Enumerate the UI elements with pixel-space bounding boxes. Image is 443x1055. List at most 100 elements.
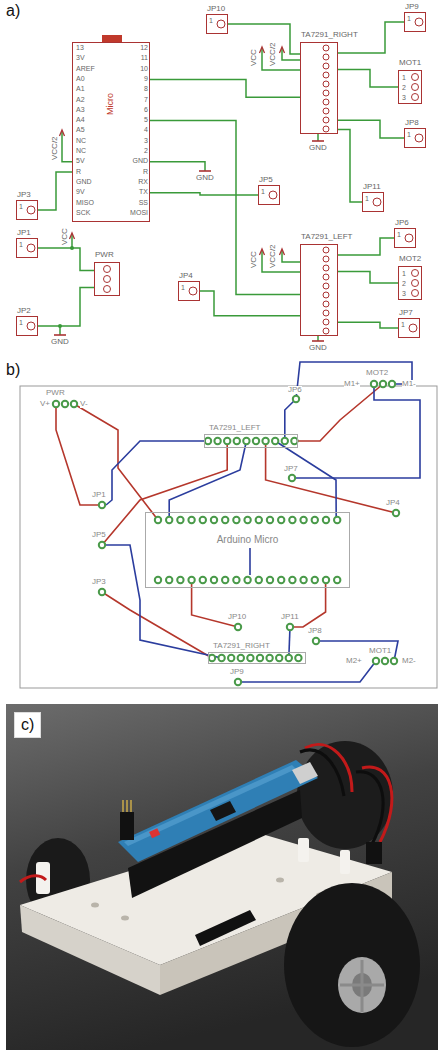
pcb-pad <box>233 577 239 583</box>
pcb-pad <box>256 517 262 523</box>
pin-name: 2 <box>144 147 148 154</box>
pin-name: A1 <box>76 85 85 92</box>
pin-name: 11 <box>141 54 148 61</box>
pcb-pad <box>323 577 329 583</box>
pcb-footprint: Arduino Micro <box>145 512 350 588</box>
part-name: TA7291_LEFT <box>209 424 260 432</box>
pin-number: 2 <box>402 280 406 287</box>
part-name: MOT1 <box>399 59 421 67</box>
pcb-pad <box>155 517 161 523</box>
pcb-pad <box>222 577 228 583</box>
pcb-pad <box>267 517 273 523</box>
wire <box>38 172 72 210</box>
pcb-pad <box>393 510 399 516</box>
pin-circle <box>323 72 329 78</box>
pin-number: 2 <box>402 84 406 91</box>
pcb-pad <box>166 517 172 523</box>
pcb-pad <box>289 517 295 523</box>
pin-circle <box>323 117 329 123</box>
wheel-spokes <box>340 960 384 1012</box>
jumper-box: JP41 <box>178 281 200 301</box>
pin-name: M1+ <box>344 380 360 388</box>
panel-letter: b) <box>6 362 20 378</box>
pin-name: MOSI <box>130 209 148 216</box>
part-name: JP10 <box>228 613 246 621</box>
part-name: JP4 <box>179 272 193 280</box>
supply-wire <box>282 250 300 262</box>
pcb-pad <box>99 542 105 548</box>
pcb-pad <box>289 577 295 583</box>
wire <box>338 322 398 328</box>
ground-symbol <box>312 140 324 142</box>
pin-circle <box>323 319 329 325</box>
motor-wire <box>305 744 352 792</box>
pin-circle <box>323 247 329 253</box>
motor-connector: MOT2123 <box>398 266 422 300</box>
pcb-pad <box>382 658 388 664</box>
supply-name: VCC <box>250 251 258 268</box>
pcb-pad <box>380 381 386 387</box>
usb-connector <box>292 762 318 784</box>
pin-name: 3V <box>76 54 85 61</box>
pcb-pad <box>256 577 262 583</box>
ground-symbol <box>199 170 211 172</box>
jumper-box: JP61 <box>394 228 416 248</box>
pin-name: 13 <box>76 44 84 51</box>
pcb-pad <box>211 577 217 583</box>
part-name: JP11 <box>363 183 381 191</box>
pin-circle <box>104 286 111 293</box>
pcb-pad <box>155 577 161 583</box>
pin-name: 9 <box>144 75 148 82</box>
supply-name: VCC <box>61 228 69 245</box>
supply-symbol <box>60 130 65 136</box>
pin-circle <box>323 274 329 280</box>
part-name: JP3 <box>92 578 106 586</box>
pin-circle <box>415 18 423 26</box>
supply-name: VCC <box>250 49 258 66</box>
power-wire <box>20 876 46 882</box>
pin-circle <box>104 266 111 273</box>
pcb-pad <box>188 517 194 523</box>
wire <box>150 79 300 97</box>
pin-circle <box>323 90 329 96</box>
pcb-pad <box>235 624 241 630</box>
pcb-pad <box>228 655 234 661</box>
board-outline <box>20 386 437 688</box>
wire <box>38 288 94 327</box>
bottom-trace <box>296 362 412 399</box>
pin-name: M2+ <box>346 657 362 665</box>
part-name: JP8 <box>405 119 419 127</box>
pin-name: SS <box>139 199 148 206</box>
pcb-pad <box>222 517 228 523</box>
part-name: MOT2 <box>399 255 421 263</box>
wire <box>150 193 258 195</box>
supply-wire <box>62 132 72 162</box>
arduino-board <box>124 765 296 846</box>
pin-number: 1 <box>407 15 411 22</box>
arduino-board <box>118 760 318 862</box>
standoff <box>340 850 350 874</box>
pin-number: 1 <box>261 188 265 195</box>
pin-circle <box>217 20 225 28</box>
pin-number: 1 <box>397 231 401 238</box>
part-name: JP3 <box>17 191 31 199</box>
panel-letter: a) <box>6 3 20 19</box>
part-name: JP1 <box>92 491 106 499</box>
pin-name: 6 <box>144 106 148 113</box>
header-pins <box>123 800 131 812</box>
pin-name: GND <box>132 157 148 164</box>
part-name: JP5 <box>92 531 106 539</box>
part-name: TA7291_RIGHT <box>213 642 270 650</box>
pin-circle <box>27 322 35 330</box>
pin-circle <box>323 54 329 60</box>
part-name: JP8 <box>308 627 322 635</box>
pin-name: 7 <box>144 96 148 103</box>
pin-circle <box>323 283 329 289</box>
driver-chip <box>195 910 256 946</box>
pin-number: 1 <box>402 74 406 81</box>
part-name: Micro <box>106 93 115 115</box>
pcb-pad <box>278 577 284 583</box>
supply-name: VCC/2 <box>269 42 277 66</box>
pin-circle <box>323 81 329 87</box>
jumper-box: JP81 <box>404 128 426 148</box>
